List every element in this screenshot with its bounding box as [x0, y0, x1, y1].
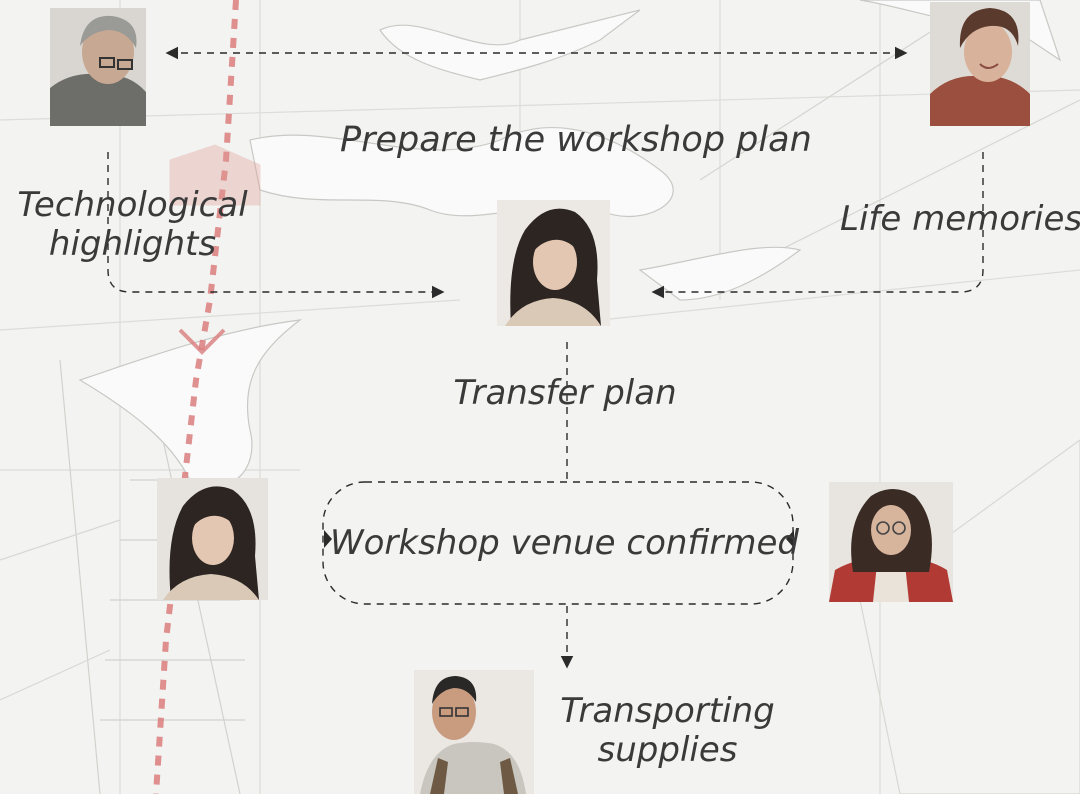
label-life-memories: Life memories	[840, 199, 1080, 239]
avatar-young-woman-center	[497, 200, 610, 326]
avatar-young-man	[414, 670, 534, 794]
label-transporting-supplies: Transporting supplies	[555, 691, 780, 771]
house-sketch-icon	[169, 144, 261, 206]
avatar-woman-red-vest	[829, 482, 953, 602]
label-transporting-line1: Transporting	[560, 691, 775, 731]
avatar-elderly-man	[50, 8, 146, 126]
label-tech-highlights-line1: Technological	[17, 185, 248, 225]
red-route-path	[153, 0, 239, 794]
left-caret-icon	[324, 530, 332, 548]
arrow-tech-highlights	[107, 152, 445, 299]
label-transporting-line2: supplies	[597, 730, 738, 771]
chevron-down-icon	[178, 328, 226, 355]
label-transfer-plan: Transfer plan	[453, 373, 677, 413]
label-tech-highlights-line2: highlights	[48, 224, 217, 265]
arrow-life-memories	[651, 152, 984, 299]
avatar-elderly-woman	[930, 2, 1030, 126]
label-venue-confirmed: Workshop venue confirmed	[330, 523, 800, 563]
label-tech-highlights: Technological highlights	[10, 185, 255, 265]
right-caret-icon	[786, 530, 794, 548]
label-prepare-plan: Prepare the workshop plan	[340, 120, 812, 160]
avatar-young-woman-left	[157, 478, 268, 600]
